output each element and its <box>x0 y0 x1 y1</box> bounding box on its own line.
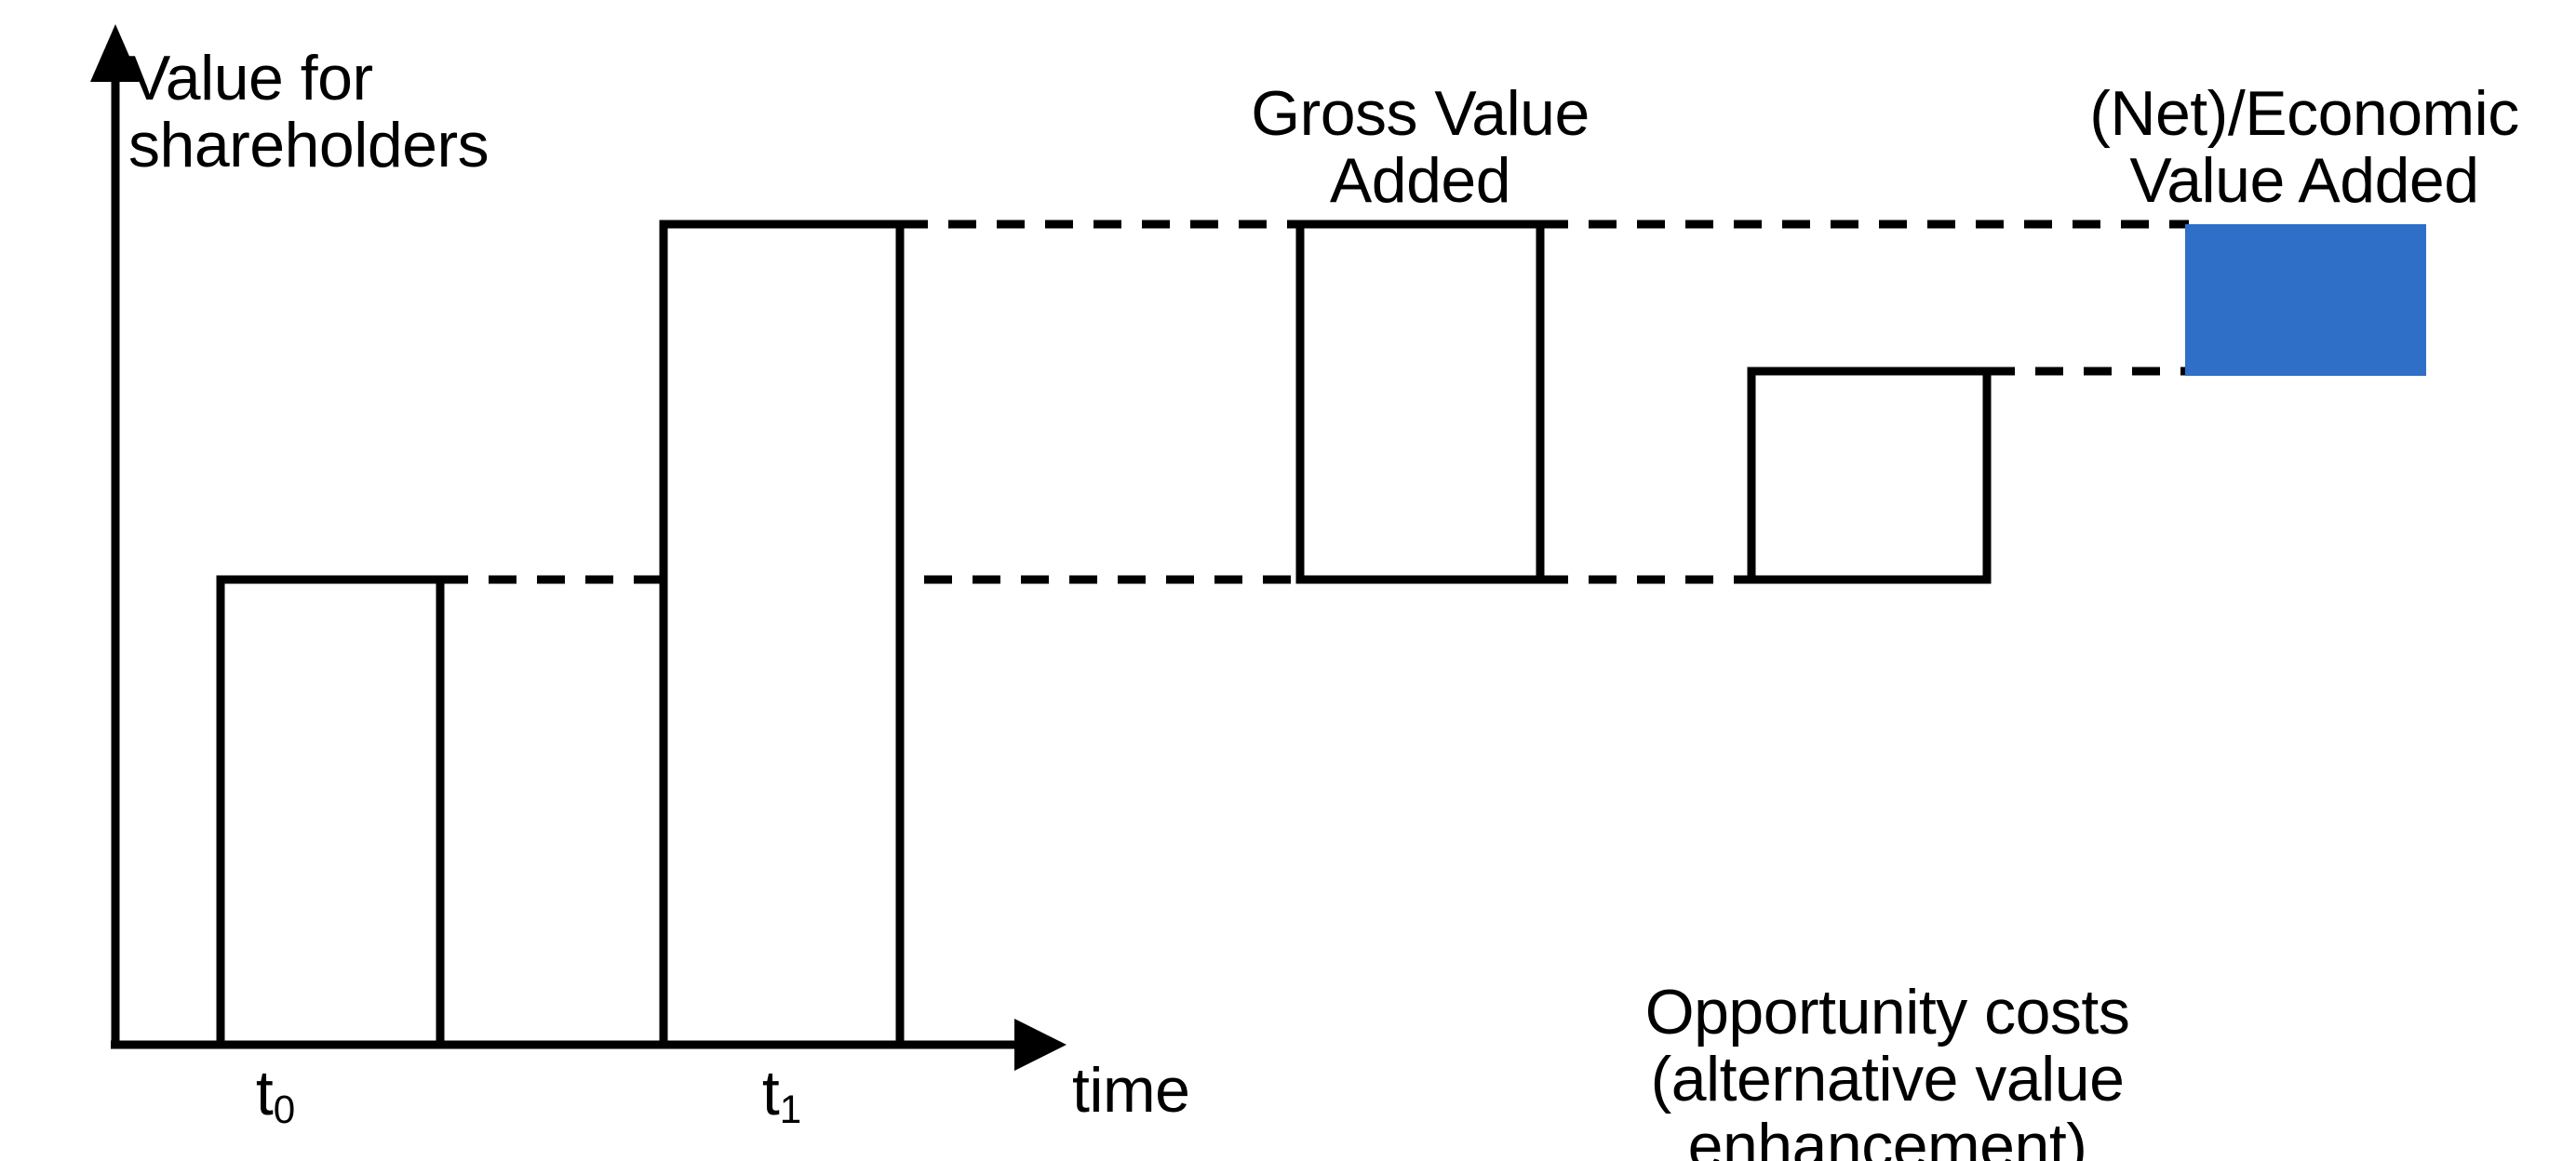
gross-value-added-label: Gross Value Added <box>1251 78 1590 217</box>
x-tick-t1-base: t <box>761 1058 780 1128</box>
x-tick-t0-base: t <box>255 1058 274 1128</box>
y-axis-label: Value for shareholders <box>128 43 490 181</box>
bar-economic-value-added <box>2185 224 2426 376</box>
x-axis-label: time <box>1072 1055 1190 1126</box>
y-axis <box>90 24 141 1045</box>
opportunity-costs-label: Opportunity costs (alternative value enh… <box>1644 977 2130 1161</box>
bar-t0 <box>216 575 445 1049</box>
bars <box>216 220 2426 1049</box>
x-tick-t1: t1 <box>679 1057 884 1132</box>
bar-t1 <box>659 220 905 1049</box>
bar-opportunity-costs <box>1747 367 1992 584</box>
economic-value-added-label: (Net)/Economic Value Added <box>2089 78 2519 217</box>
bar-gross-value-added <box>1295 220 1545 584</box>
x-tick-t0-subscript: 0 <box>273 1088 296 1132</box>
x-tick-t0: t0 <box>173 1057 378 1132</box>
x-tick-t1-subscript: 1 <box>779 1088 802 1132</box>
connector-lines <box>440 220 2189 584</box>
